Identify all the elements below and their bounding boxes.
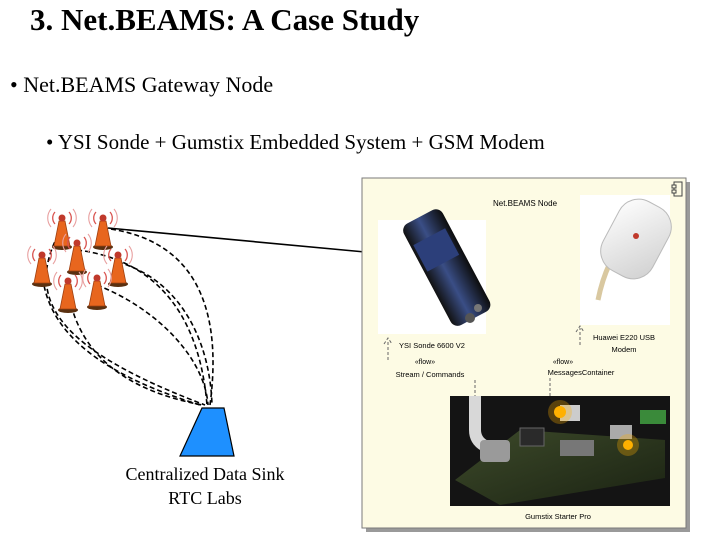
bullet-gateway-node: • Net.BEAMS Gateway Node <box>10 72 274 97</box>
slide-title: 3. Net.BEAMS: A Case Study <box>30 2 420 37</box>
node-title: Net.BEAMS Node <box>493 199 558 208</box>
data-sink-icon <box>179 407 235 457</box>
gumstix-board-icon <box>450 396 670 506</box>
usb-modem-icon <box>595 198 672 301</box>
sensor-links <box>41 227 214 406</box>
board-label: Gumstix Starter Pro <box>525 512 591 521</box>
link-sensor-2 <box>102 227 214 406</box>
link-sensor-6 <box>67 289 203 406</box>
radio-tower-icon <box>82 268 112 310</box>
gateway-link <box>107 227 366 253</box>
data-sink-label-line1: Centralized Data Sink <box>125 464 285 484</box>
radio-tower-icon <box>53 271 83 313</box>
bullet-components: • YSI Sonde + Gumstix Embedded System + … <box>46 130 545 154</box>
sonde-flow-tag: «flow» <box>415 359 435 366</box>
component-icon <box>671 181 683 197</box>
sonde-icon <box>403 209 491 326</box>
radio-tower-icon <box>27 245 57 287</box>
link-sensor-4 <box>76 249 208 406</box>
modem-flow-tag: «flow» <box>553 359 573 366</box>
link-sensor-5 <box>117 261 213 406</box>
radio-tower-icon <box>103 245 133 287</box>
flow-arrows <box>383 325 585 396</box>
modem-flow-label: MessagesContainer <box>548 368 615 377</box>
link-sensor-1 <box>45 227 206 406</box>
link-sensor-3 <box>41 261 201 406</box>
data-sink-label-line2: RTC Labs <box>168 488 242 508</box>
radio-tower-icon <box>47 208 77 250</box>
link-sensor-7 <box>96 284 209 406</box>
radio-tower-icon <box>88 208 118 250</box>
sensor-towers <box>27 208 133 313</box>
data-sink-label: Centralized Data Sink RTC Labs <box>95 462 315 510</box>
sonde-flow-label: Stream / Commands <box>396 370 465 379</box>
sonde-label: YSI Sonde 6600 V2 <box>399 341 465 350</box>
modem-label-line2: Modem <box>611 345 636 354</box>
modem-label-line1: Huawei E220 USB <box>593 333 655 342</box>
